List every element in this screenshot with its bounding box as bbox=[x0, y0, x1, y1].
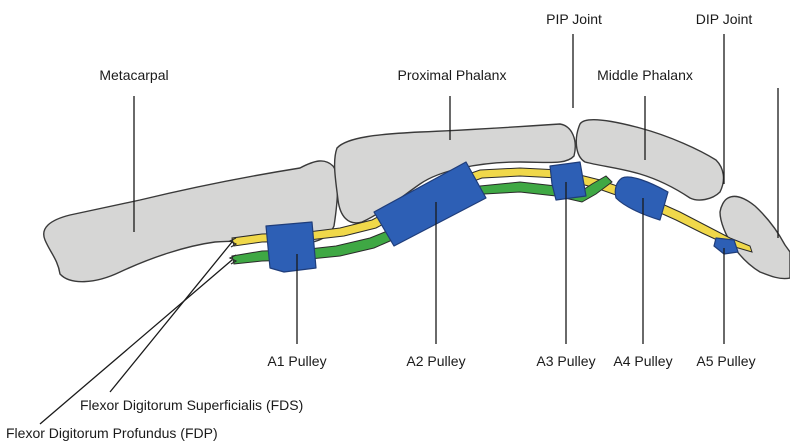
fdp-label: Flexor Digitorum Profundus (FDP) bbox=[6, 425, 218, 441]
a5-pulley-label: A5 Pulley bbox=[696, 353, 755, 369]
a5-pulley bbox=[714, 238, 738, 254]
distal-phalanx-bone bbox=[720, 196, 790, 278]
proximal-phalanx-label: Proximal Phalanx bbox=[398, 67, 507, 83]
a2-pulley-label: A2 Pulley bbox=[406, 353, 465, 369]
a4-pulley-label: A4 Pulley bbox=[613, 353, 672, 369]
middle-phalanx-label: Middle Phalanx bbox=[597, 67, 693, 83]
pip-joint-label: PIP Joint bbox=[546, 11, 602, 27]
fds-label: Flexor Digitorum Superficialis (FDS) bbox=[80, 397, 303, 413]
a3-pulley bbox=[550, 162, 586, 200]
a1-pulley bbox=[266, 222, 316, 272]
a3-pulley-label: A3 Pulley bbox=[536, 353, 595, 369]
dip-joint-label: DIP Joint bbox=[696, 11, 753, 27]
a1-pulley-label: A1 Pulley bbox=[267, 353, 326, 369]
a4-pulley bbox=[615, 177, 668, 220]
metacarpal-label: Metacarpal bbox=[99, 67, 168, 83]
